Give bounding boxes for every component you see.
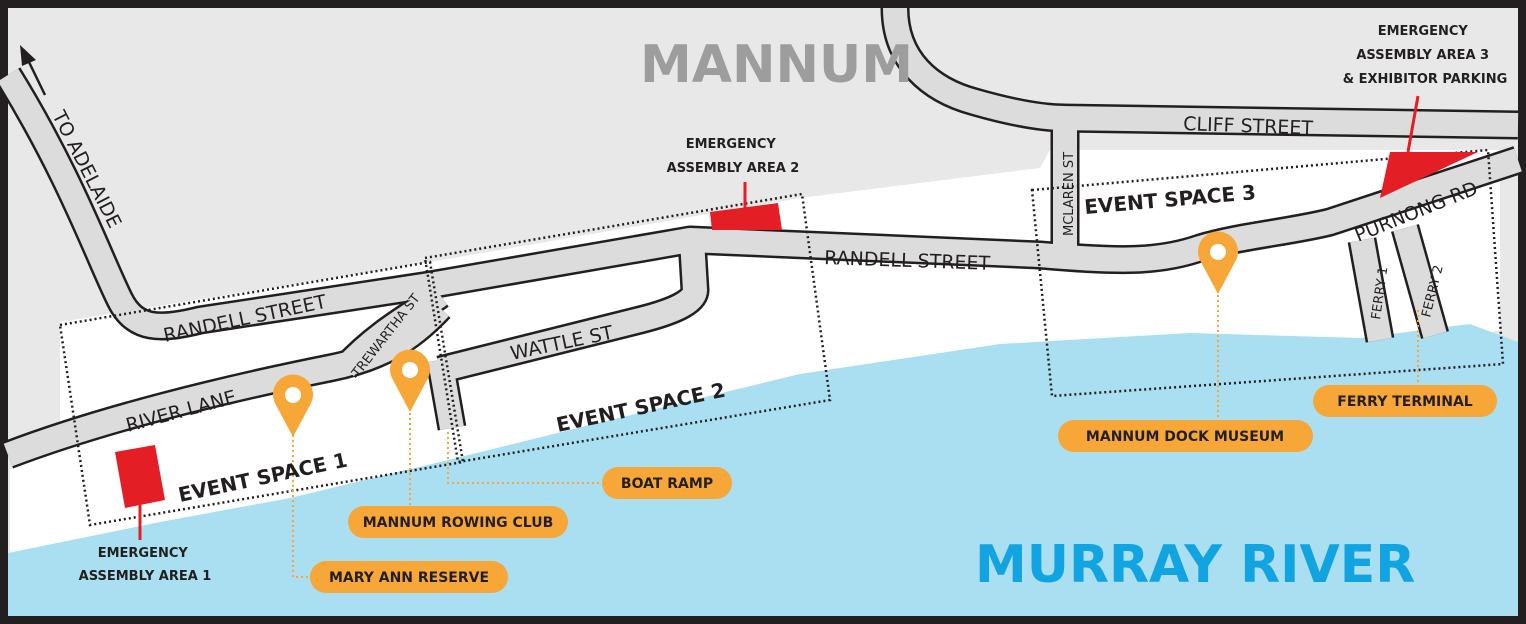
event-space-2-outline	[423, 192, 832, 464]
river-label: MURRAY RIVER	[975, 535, 1415, 595]
mary-ann-reserve-pill[interactable]: MARY ANN RESERVE	[310, 561, 508, 593]
svg-text:MANNUM DOCK MUSEUM: MANNUM DOCK MUSEUM	[1086, 429, 1284, 445]
mary-ann-leader	[292, 420, 312, 578]
assembly-area-1-marker	[115, 445, 165, 508]
pin-rowing-club[interactable]	[390, 349, 430, 412]
river-water	[8, 324, 1518, 616]
pin-dock-museum[interactable]	[1198, 231, 1238, 294]
pin-mary-ann-reserve[interactable]	[273, 374, 313, 437]
svg-text:MARY ANN RESERVE: MARY ANN RESERVE	[329, 570, 489, 586]
svg-text:FERRY TERMINAL: FERRY TERMINAL	[1337, 394, 1473, 410]
mclaren-st-label: MCLAREN ST	[1062, 152, 1077, 236]
dock-museum-pill[interactable]: MANNUM DOCK MUSEUM	[1058, 420, 1313, 452]
cliff-street-label: CLIFF STREET	[1183, 113, 1314, 140]
svg-text:BOAT RAMP: BOAT RAMP	[621, 476, 713, 492]
event-space-1-outline	[58, 260, 465, 527]
town-label: MANNUM	[640, 35, 913, 95]
boat-ramp-pill[interactable]: BOAT RAMP	[602, 467, 732, 499]
rowing-club-pill[interactable]: MANNUM ROWING CLUB	[348, 506, 568, 538]
to-adelaide-arrow-icon	[20, 45, 47, 96]
event-space-3-outline	[1030, 148, 1505, 398]
ferry-1-label: FERRY 1	[1369, 266, 1391, 321]
assembly-area-3-label: EMERGENCY ASSEMBLY AREA 3 & EXHIBITOR PA…	[1343, 24, 1508, 87]
assembly-area-1-label: EMERGENCY ASSEMBLY AREA 1	[79, 546, 212, 584]
ferry-terminal-pill[interactable]: FERRY TERMINAL	[1313, 385, 1497, 417]
assembly-area-2-marker	[710, 203, 782, 230]
assembly-area-2-label: EMERGENCY ASSEMBLY AREA 2	[667, 137, 800, 176]
assembly-area-3-pointer	[1406, 95, 1420, 153]
boat-ramp-leader	[447, 432, 602, 484]
svg-text:MANNUM ROWING CLUB: MANNUM ROWING CLUB	[363, 515, 554, 531]
assembly-area-3-marker	[1380, 152, 1478, 198]
